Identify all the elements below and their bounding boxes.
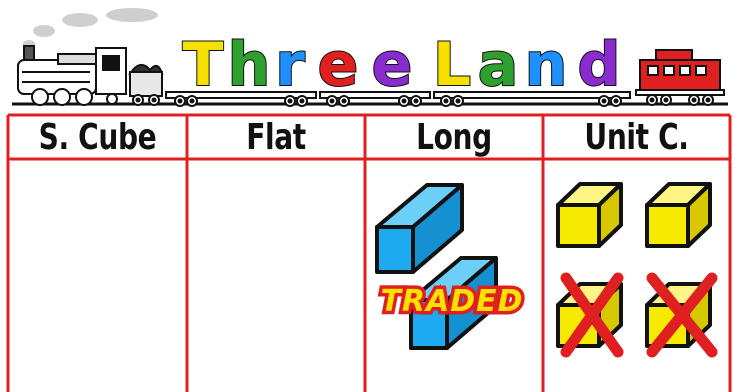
column-header-long: Long	[385, 112, 524, 162]
title-letter: h	[228, 36, 270, 94]
long-block-icon	[377, 185, 462, 272]
title-letter: e	[318, 36, 358, 94]
traded-label: TRADED	[352, 281, 552, 321]
column-header-flat: Flat	[207, 112, 346, 162]
title-letter: r	[272, 36, 308, 94]
smoke-puff-icon	[23, 8, 158, 48]
title-letter: a	[478, 36, 518, 94]
steam-locomotive-icon	[18, 46, 126, 105]
column-header-unit-cube: Unit C.	[564, 112, 710, 162]
title-letter: d	[578, 36, 620, 94]
unit-cube-icon	[558, 184, 621, 246]
caboose-icon	[636, 50, 724, 105]
unit-cube-icon	[647, 184, 710, 246]
title-letter: e	[372, 36, 412, 94]
title-letter: L	[432, 36, 472, 94]
column-header-s-cube: S. Cube	[28, 112, 168, 162]
coal-tender-icon	[130, 65, 162, 105]
title-letter: T	[180, 36, 226, 94]
title-letter: n	[526, 36, 566, 94]
